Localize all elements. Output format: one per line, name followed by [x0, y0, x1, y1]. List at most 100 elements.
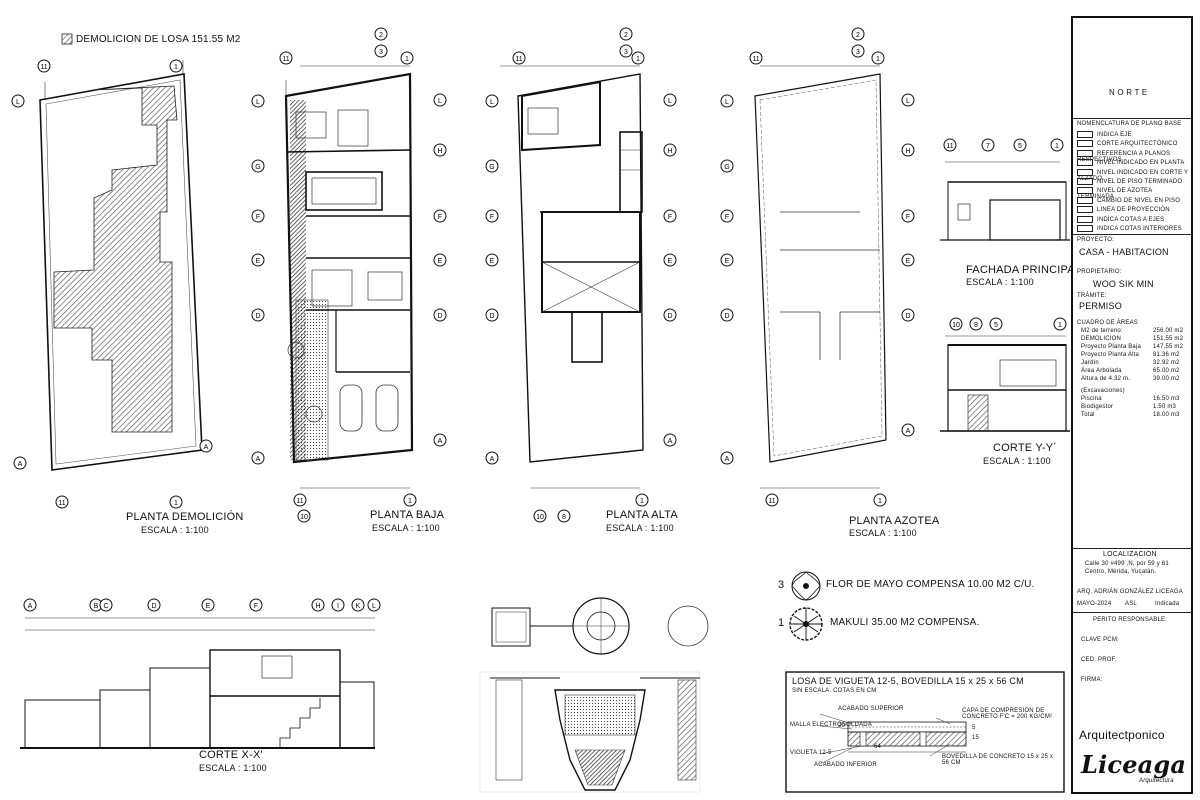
svg-text:11: 11 — [768, 498, 775, 505]
section-y-scale: ESCALA : 1:100 — [983, 456, 1051, 466]
section-x-axis-markers: A B C D E F H I K L — [23, 598, 381, 612]
legend-symbol-icon — [1077, 168, 1093, 176]
area-name: Altura de 4.32 m. — [1081, 376, 1131, 382]
svg-text:L: L — [438, 98, 442, 105]
slab-dim-15: 15 — [972, 735, 980, 741]
svg-text:11: 11 — [752, 56, 759, 63]
upper-plan-scale: ESCALA : 1:100 — [606, 523, 674, 533]
address-line-2: Centro, Mérida, Yucatán. — [1085, 569, 1157, 575]
legend-item: LINEA DE PROYECCIÓN — [1077, 206, 1170, 213]
svg-text:1: 1 — [876, 56, 880, 63]
svg-text:B: B — [94, 603, 99, 610]
svg-text:H: H — [315, 603, 320, 610]
svg-text:L: L — [906, 98, 910, 105]
svg-text:K: K — [356, 603, 361, 610]
svg-text:I: I — [337, 603, 339, 610]
roof-plan — [754, 65, 887, 489]
studio-name: Arquitectponico — [1079, 728, 1165, 742]
svg-text:11: 11 — [946, 143, 953, 150]
slab-label-compression: CAPA DE COMPRESIÓN DE CONCRETO F'C = 200… — [962, 708, 1053, 720]
area-value: 39.00 m2 — [1153, 376, 1180, 382]
area-value: 81.36 m2 — [1153, 352, 1180, 358]
svg-text:L: L — [668, 98, 672, 105]
roof-plan-title: PLANTA AZOTEA — [849, 515, 940, 527]
svg-text:A: A — [906, 428, 911, 435]
facade-scale: ESCALA : 1:100 — [966, 277, 1034, 287]
section-y-axis-markers: 10 8 5 1 — [949, 317, 1067, 331]
location-label: LOCALIZACION — [1103, 551, 1157, 558]
owner-name: WOO SIK MIN — [1093, 279, 1154, 289]
legend-item: CORTE ARQUITECTÓNICO — [1077, 140, 1178, 147]
legend-item-text: INDICA COTAS A EJES — [1097, 216, 1165, 223]
svg-text:7: 7 — [986, 143, 990, 150]
makuli-tree-icon — [789, 607, 823, 641]
legend-symbol-icon — [1077, 225, 1093, 232]
svg-text:10: 10 — [536, 514, 544, 521]
svg-text:E: E — [725, 258, 730, 265]
demolition-plan — [39, 33, 203, 471]
legend-item: INDICA COTAS A EJES — [1077, 215, 1165, 223]
legend-symbol-icon — [1077, 159, 1093, 167]
svg-text:E: E — [490, 258, 495, 265]
legend-item-text: INDICA EJE — [1097, 132, 1132, 139]
slab-dim-20: 20 — [838, 723, 846, 729]
demolition-plan-title: PLANTA DEMOLICIÓN — [126, 511, 244, 523]
svg-text:2: 2 — [624, 32, 628, 39]
svg-text:C: C — [103, 603, 108, 610]
area-value: 151.55 m2 — [1153, 336, 1184, 342]
excavation-name: Total — [1081, 412, 1095, 418]
svg-text:L: L — [725, 99, 729, 106]
svg-text:A: A — [256, 456, 261, 463]
legend-symbol-icon — [1077, 149, 1093, 157]
svg-text:D: D — [724, 313, 729, 320]
brand-subtitle: Arquitectura — [1139, 778, 1174, 784]
legend-item: REFERENCIA A PLANOS RESPECTIVOS — [1077, 149, 1191, 163]
location-section: LOCALIZACION Calle 30 #499 ,N, por 59 y … — [1073, 548, 1191, 612]
area-value: 65.00 m2 — [1153, 368, 1180, 374]
biodigester-detail — [479, 597, 709, 793]
svg-text:A: A — [28, 603, 33, 610]
legend-item-text: CORTE ARQUITECTÓNICO — [1097, 141, 1178, 148]
svg-text:F: F — [438, 214, 442, 221]
svg-text:11: 11 — [515, 56, 522, 63]
ground-floor-plan — [284, 65, 414, 489]
excavation-name: Biodigestor — [1081, 404, 1114, 410]
slab-label-top: ACABADO SUPERIOR — [838, 706, 904, 712]
slab-subtitle: SIN ESCALA. COTAS EN CM — [792, 688, 877, 694]
svg-text:1: 1 — [174, 64, 178, 71]
project-section: PROYECTO: CASA - HABITACION PROPIETARIO:… — [1073, 234, 1191, 320]
svg-text:2: 2 — [856, 32, 860, 39]
tree-1-qty: 3 — [778, 579, 785, 591]
svg-text:11: 11 — [40, 64, 47, 71]
svg-text:5: 5 — [994, 322, 998, 329]
section-y-title: CORTE Y-Y´ — [993, 442, 1058, 454]
ground-floor-axis-markers: 11 2 3 1 L G F E D A L H F E D A 11 10 1 — [251, 27, 447, 523]
tree-2-qty: 1 — [778, 617, 785, 629]
demolition-legend-swatch — [61, 33, 73, 45]
svg-text:1: 1 — [408, 498, 412, 505]
area-value: 256.00 m2 — [1153, 328, 1184, 334]
legend-item-text: REFERENCIA A PLANOS RESPECTIVOS — [1077, 150, 1171, 163]
sign-field-clave: CLAVE PCM: — [1081, 637, 1119, 643]
svg-text:E: E — [668, 258, 673, 265]
process-label: TRÁMITE: — [1077, 293, 1107, 299]
demolition-axis-markers: 11 1 L A A 11 1 — [11, 59, 213, 509]
svg-text:1: 1 — [640, 498, 644, 505]
area-value: 147.55 m2 — [1153, 344, 1184, 350]
svg-text:E: E — [256, 258, 261, 265]
slab-label-mesh: MALLA ELECTROSOLDADA — [790, 722, 873, 728]
svg-text:D: D — [667, 313, 672, 320]
slab-label-block: BOVEDILLA DE CONCRETO 15 x 25 x 56 CM — [942, 754, 1054, 766]
svg-text:1: 1 — [878, 498, 882, 505]
upper-plan-title: PLANTA ALTA — [606, 509, 678, 521]
legend-symbol-icon — [1077, 196, 1093, 204]
slab-label-bottom: ACABADO INFERIOR — [814, 762, 877, 768]
ground-plan-scale: ESCALA : 1:100 — [372, 523, 440, 533]
svg-text:F: F — [254, 603, 258, 610]
area-name: Proyecto Planta Alta — [1081, 352, 1140, 358]
tree-legend — [789, 571, 823, 641]
section-x-title: CORTE X-X' — [199, 749, 263, 761]
svg-text:E: E — [438, 258, 443, 265]
area-name: Proyecto Planta Baja — [1081, 344, 1142, 350]
svg-text:L: L — [372, 603, 376, 610]
